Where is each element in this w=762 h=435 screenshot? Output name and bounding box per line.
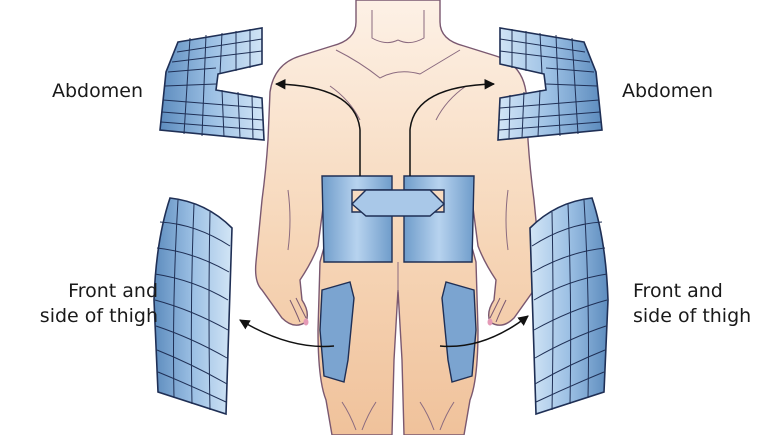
label-thigh-right: Front and side of thigh (633, 279, 751, 329)
body-silhouette (256, 0, 541, 435)
label-abdomen-left: Abdomen (52, 79, 143, 104)
abdomen-patch-left (160, 28, 264, 140)
thigh-patch-right (530, 198, 608, 414)
label-abdomen-right: Abdomen (622, 79, 713, 104)
abdomen-zone-left (322, 176, 392, 262)
thigh-patch-left (154, 198, 232, 414)
label-thigh-left: Front and side of thigh (38, 279, 158, 329)
abdomen-zone-center (352, 190, 444, 216)
body-figure (256, 0, 541, 435)
abdomen-zone-right (404, 176, 474, 262)
